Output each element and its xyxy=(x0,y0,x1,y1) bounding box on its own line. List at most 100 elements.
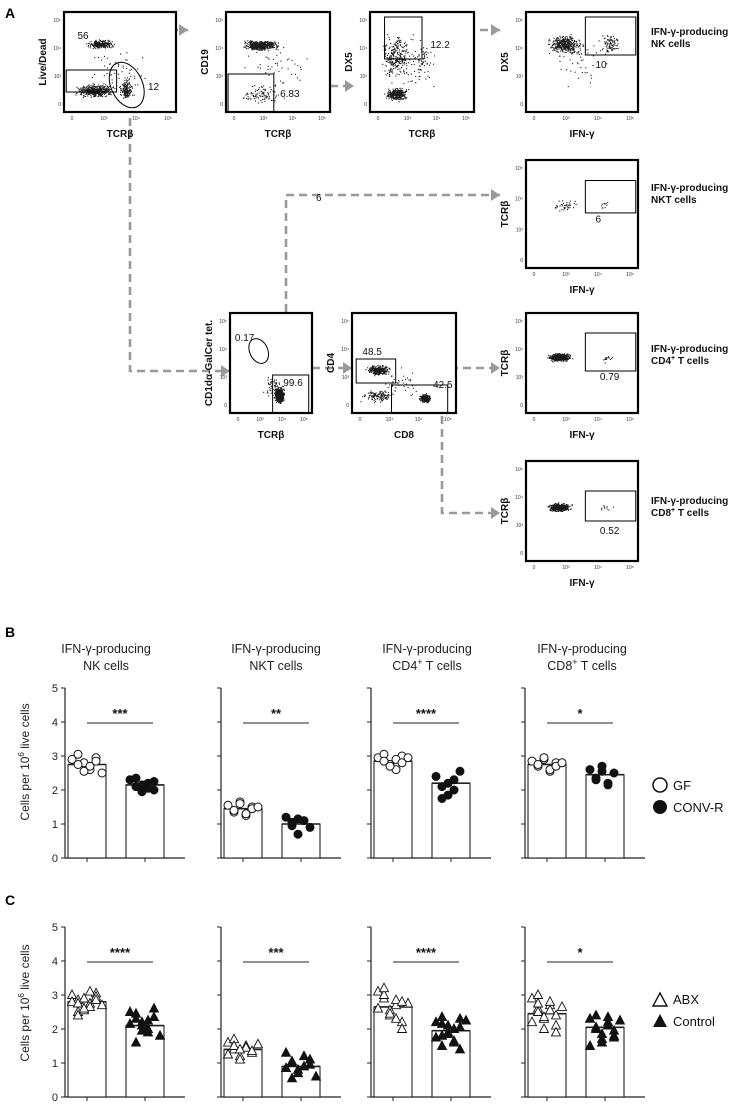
event-dot xyxy=(261,86,263,88)
event-dot xyxy=(423,58,425,60)
event-dot xyxy=(252,48,254,50)
event-dot xyxy=(261,91,263,93)
event-dot xyxy=(268,47,270,49)
event-dot xyxy=(423,396,425,398)
event-dot xyxy=(268,387,270,389)
event-dot xyxy=(564,47,566,49)
event-dot xyxy=(401,98,403,100)
event-dot xyxy=(94,93,96,95)
event-dot xyxy=(384,370,386,372)
event-dot xyxy=(391,46,393,48)
event-dot xyxy=(126,59,128,61)
event-dot xyxy=(573,50,575,52)
facs-ylabel: DX5 xyxy=(344,52,355,72)
event-dot xyxy=(567,354,569,356)
facs-tick-x: 10⁴ xyxy=(289,116,297,122)
event-dot xyxy=(95,92,97,94)
facs-events xyxy=(547,502,614,512)
event-dot xyxy=(387,57,389,59)
event-dot xyxy=(396,73,398,75)
event-dot xyxy=(557,39,559,41)
event-dot xyxy=(88,90,90,92)
event-dot xyxy=(95,47,97,49)
facs-tick-x: 10³ xyxy=(562,272,570,278)
event-dot xyxy=(382,392,384,394)
event-dot xyxy=(87,87,89,89)
event-dot xyxy=(385,369,387,371)
event-dot xyxy=(403,72,405,74)
event-dot xyxy=(287,59,289,61)
event-dot xyxy=(96,89,98,91)
event-dot xyxy=(278,390,280,392)
event-dot xyxy=(277,397,279,399)
event-dot xyxy=(370,372,372,374)
event-dot xyxy=(110,74,112,76)
event-dot xyxy=(434,55,436,57)
event-dot xyxy=(105,45,107,47)
event-dot xyxy=(564,354,566,356)
event-dot xyxy=(378,373,380,375)
event-dot xyxy=(101,43,103,45)
event-dot xyxy=(385,398,387,400)
event-dot xyxy=(75,94,77,96)
event-dot xyxy=(137,68,139,70)
event-dot xyxy=(245,46,247,48)
event-dot xyxy=(578,51,580,53)
event-dot xyxy=(564,40,566,42)
event-dot xyxy=(419,65,421,67)
facs-ylabel: DX5 xyxy=(500,52,511,72)
event-dot xyxy=(425,394,427,396)
facs-tick-x: 10³ xyxy=(260,116,268,122)
event-dot xyxy=(394,90,396,92)
event-dot xyxy=(605,357,607,359)
event-dot xyxy=(428,398,430,400)
event-dot xyxy=(567,48,569,50)
event-dot xyxy=(562,200,564,202)
event-dot xyxy=(418,54,420,56)
event-dot xyxy=(80,93,82,95)
event-dot xyxy=(389,69,391,71)
event-dot xyxy=(558,46,560,48)
event-dot xyxy=(388,88,390,90)
event-dot xyxy=(411,385,413,387)
event-dot xyxy=(402,59,404,61)
event-dot xyxy=(128,89,130,91)
event-dot xyxy=(104,87,106,89)
event-dot xyxy=(406,72,408,74)
event-dot xyxy=(294,73,296,75)
event-dot xyxy=(389,70,391,72)
event-dot xyxy=(573,40,575,42)
event-dot xyxy=(107,46,109,48)
event-dot xyxy=(372,369,374,371)
event-dot xyxy=(268,383,270,385)
event-dot xyxy=(391,92,393,94)
event-dot xyxy=(256,42,258,44)
event-dot xyxy=(565,46,567,48)
event-dot xyxy=(557,359,559,361)
event-dot xyxy=(560,358,562,360)
event-dot xyxy=(270,45,272,47)
event-dot xyxy=(427,52,429,54)
event-dot xyxy=(278,70,280,72)
event-dot xyxy=(567,50,569,52)
event-dot xyxy=(125,96,127,98)
event-dot xyxy=(396,66,398,68)
event-dot xyxy=(382,392,384,394)
event-dot xyxy=(95,93,97,95)
event-dot xyxy=(244,43,246,45)
event-dot xyxy=(103,88,105,90)
event-dot xyxy=(419,65,421,67)
event-dot xyxy=(125,95,127,97)
event-dot xyxy=(380,369,382,371)
facs-tick-y: 10⁵ xyxy=(215,18,223,24)
event-dot xyxy=(109,44,111,46)
facs-tick-y: 10⁵ xyxy=(515,319,523,325)
event-dot xyxy=(393,43,395,45)
event-dot xyxy=(397,47,399,49)
event-dot xyxy=(560,37,562,39)
event-dot xyxy=(272,99,274,101)
event-dot xyxy=(608,48,610,50)
event-dot xyxy=(397,88,399,90)
event-dot xyxy=(575,46,577,48)
event-dot xyxy=(364,395,366,397)
